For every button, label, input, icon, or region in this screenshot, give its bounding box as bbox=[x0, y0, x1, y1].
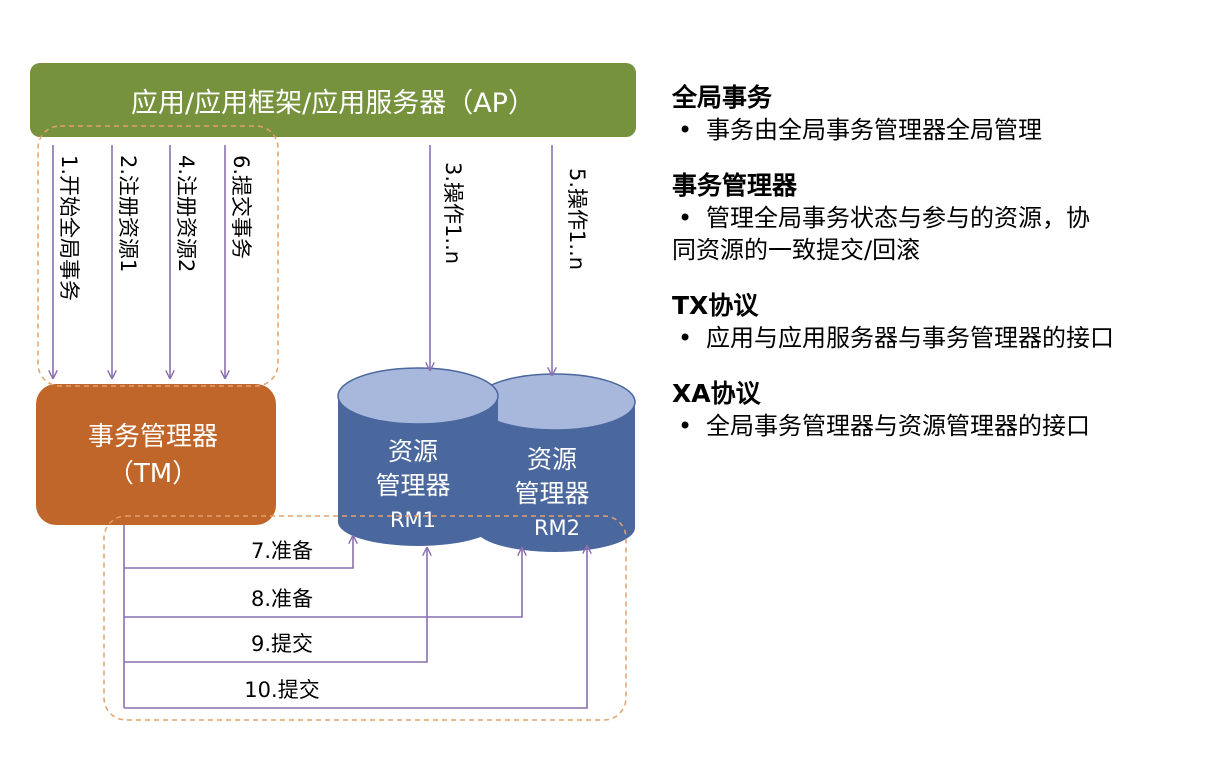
explanation-panel: 全局事务 • 事务由全局事务管理器全局管理 事务管理器 • 管理全局事务状态与参与的… bbox=[672, 82, 1212, 466]
label-begin-global-tx: 1.开始全局事务 bbox=[57, 155, 81, 301]
section-xa-protocol: XA协议 • 全局事务管理器与资源管理器的接口 bbox=[672, 378, 1212, 442]
rm2-label-line2: 管理器 bbox=[514, 479, 589, 508]
rm2-cylinder: 资源 管理器 RM2 bbox=[474, 373, 636, 552]
section-tx-protocol: TX协议 • 应用与应用服务器与事务管理器的接口 bbox=[672, 290, 1212, 354]
label-commit-rm2: 10.提交 bbox=[244, 678, 319, 702]
ap-to-rm-arrows bbox=[430, 145, 552, 375]
label-register-resource-1: 2.注册资源1 bbox=[116, 155, 140, 272]
bullet: • bbox=[678, 324, 693, 352]
ap-to-tm-arrows bbox=[53, 145, 225, 378]
section-transaction-manager: 事务管理器 • 管理全局事务状态与参与的资源，协 同资源的一致提交/回滚 bbox=[672, 170, 1212, 266]
section-title: 全局事务 bbox=[672, 83, 773, 112]
rm1-label-line1: 资源 bbox=[388, 437, 438, 466]
section-item: • 事务由全局事务管理器全局管理 bbox=[672, 114, 1212, 146]
section-item: • 管理全局事务状态与参与的资源，协 bbox=[672, 202, 1212, 234]
ap-tm-group-outline bbox=[37, 125, 279, 387]
section-text: 全局事务管理器与资源管理器的接口 bbox=[706, 412, 1090, 440]
section-text: 事务由全局事务管理器全局管理 bbox=[706, 116, 1042, 144]
ap-box bbox=[30, 63, 636, 137]
section-text: 管理全局事务状态与参与的资源，协 bbox=[706, 204, 1090, 232]
label-commit-rm1: 9.提交 bbox=[251, 632, 313, 656]
arrow-prepare-rm2 bbox=[124, 548, 522, 618]
rm1-label-line2: 管理器 bbox=[375, 471, 450, 500]
bullet: • bbox=[678, 412, 693, 440]
bullet: • bbox=[678, 204, 693, 232]
label-register-resource-2: 4.注册资源2 bbox=[174, 155, 198, 272]
section-item: • 全局事务管理器与资源管理器的接口 bbox=[672, 410, 1212, 442]
label-commit-tx: 6.提交事务 bbox=[229, 155, 253, 259]
arrow-prepare-rm1 bbox=[124, 536, 353, 569]
section-title: XA协议 bbox=[672, 379, 761, 408]
section-item: • 应用与应用服务器与事务管理器的接口 bbox=[672, 322, 1212, 354]
tm-label-line2: （TM） bbox=[108, 459, 198, 489]
arrow-commit-rm1 bbox=[124, 548, 427, 663]
section-title: 事务管理器 bbox=[672, 171, 798, 200]
tm-rm-group-outline bbox=[103, 515, 627, 721]
section-global-transaction: 全局事务 • 事务由全局事务管理器全局管理 bbox=[672, 82, 1212, 146]
section-text-continued: 同资源的一致提交/回滚 bbox=[672, 236, 921, 264]
rm1-cylinder: 资源 管理器 RM1 bbox=[337, 367, 499, 546]
label-operate-rm1: 3.操作1..n bbox=[441, 162, 465, 264]
label-prepare-rm1: 7.准备 bbox=[251, 539, 313, 563]
section-text: 应用与应用服务器与事务管理器的接口 bbox=[706, 324, 1114, 352]
ap-label: 应用/应用框架/应用服务器（AP） bbox=[131, 88, 535, 119]
rm2-label-line1: 资源 bbox=[527, 445, 577, 474]
section-title: TX协议 bbox=[672, 291, 759, 320]
tm-to-rm-arrows bbox=[123, 525, 587, 709]
tm-label-line1: 事务管理器 bbox=[88, 422, 218, 452]
label-prepare-rm2: 8.准备 bbox=[251, 587, 313, 611]
tm-box bbox=[36, 384, 276, 525]
rm1-label-line3: RM1 bbox=[390, 508, 436, 532]
arrow-commit-rm2 bbox=[124, 546, 587, 709]
bullet: • bbox=[678, 116, 693, 144]
rm2-label-line3: RM2 bbox=[534, 516, 580, 540]
label-operate-rm2: 5.操作1..n bbox=[565, 168, 589, 270]
